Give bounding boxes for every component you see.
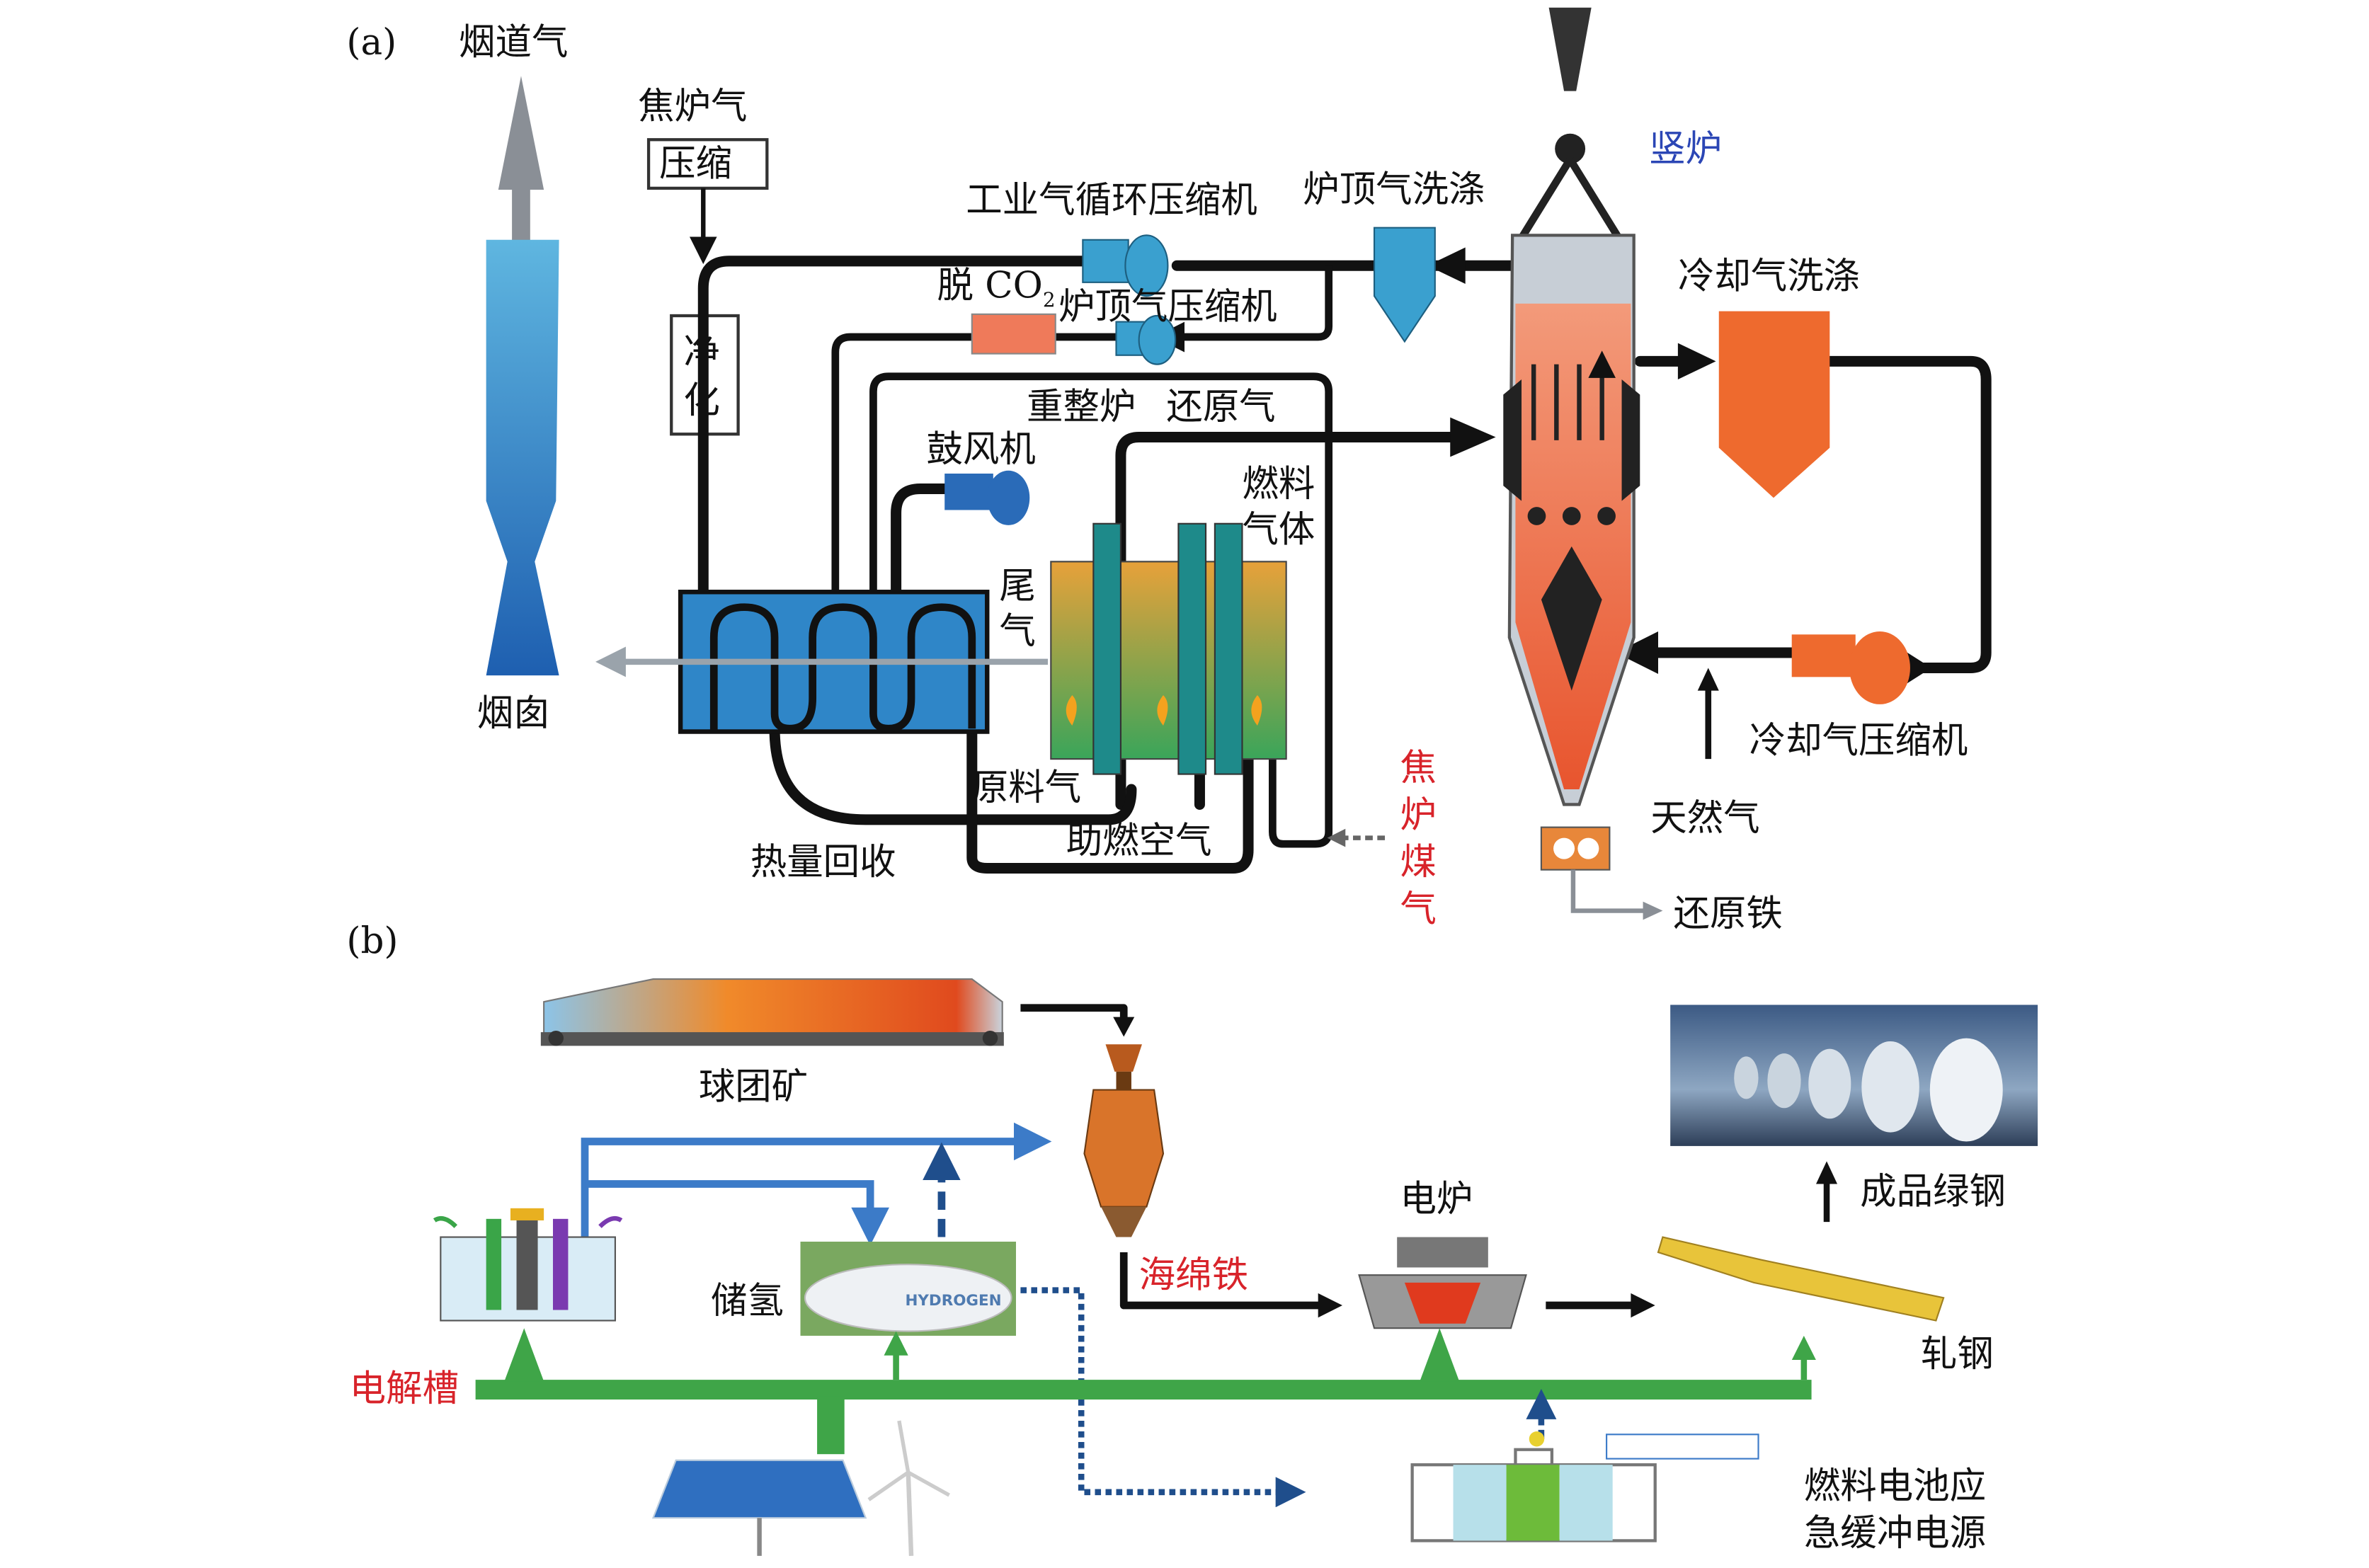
top-gas-scrubber-label: 炉顶气洗涤 — [1303, 168, 1485, 211]
blower — [944, 470, 1030, 525]
pellet-plant-image — [540, 978, 1004, 1046]
industrial-gas-compressor — [1082, 234, 1169, 297]
reformer — [1050, 522, 1287, 775]
fuel-cell-label-1: 燃料电池应 — [1804, 1465, 1986, 1507]
green-steel-label: 成品绿钢 — [1860, 1170, 2006, 1213]
green-steel-image — [1670, 1005, 2038, 1146]
flue-gas-label: 烟道气 — [459, 21, 568, 64]
top-gas-compressor-label: 炉顶气压缩机 — [1058, 285, 1277, 328]
coke-oven-coal-gas-label: 焦 炉 煤 气 — [1400, 747, 1436, 930]
svg-text:焦: 焦 — [1400, 747, 1436, 789]
heat-recovery-unit — [595, 590, 1049, 734]
electrolyzer-label: 电解槽 — [350, 1368, 459, 1410]
co2-removal-label: 脱 CO2 — [937, 264, 1055, 311]
svg-text:煤: 煤 — [1400, 841, 1436, 883]
fuel-gas-label-1: 燃料 — [1242, 463, 1315, 505]
hydrogen-storage-label: 储氢 — [711, 1280, 784, 1322]
shaft-furnace — [1503, 7, 1663, 920]
hydrogen-tank-text: HYDROGEN — [905, 1292, 1001, 1310]
chimney — [486, 76, 559, 676]
compress-box — [646, 138, 769, 190]
shaft-furnace-small — [1083, 1044, 1165, 1237]
compress-label: 压缩 — [659, 143, 732, 185]
wind-turbine-image — [867, 1420, 950, 1556]
panel-b-tag: (b) — [346, 920, 398, 963]
tail-gas-label-2: 气 — [999, 610, 1035, 653]
electrolyzer-image — [433, 1208, 623, 1322]
industrial-gas-compressor-label: 工业气循环压缩机 — [966, 179, 1257, 222]
top-gas-scrubber — [1373, 227, 1436, 343]
hydrogen-tank-image: HYDROGEN — [800, 1241, 1016, 1336]
co2-removal-unit — [971, 313, 1056, 355]
coke-oven-gas-label: 焦炉气 — [638, 85, 747, 127]
fuel-gas-label-2: 气体 — [1242, 508, 1315, 551]
cooling-gas-scrubber — [1718, 311, 1830, 498]
blower-label: 鼓风机 — [926, 428, 1035, 471]
panel-a: (a) 烟道气 烟囱 焦炉气 压缩 净 化 — [346, 7, 1992, 935]
rolling-mill-image — [1657, 1236, 1945, 1322]
reduced-iron-label: 还原铁 — [1673, 893, 1782, 935]
reformer-label: 重整炉 — [1027, 386, 1136, 428]
sponge-iron-label: 海绵铁 — [1139, 1254, 1248, 1296]
tail-gas-label-1: 尾 — [999, 565, 1035, 607]
cooling-gas-compressor — [1791, 631, 1910, 704]
solar-panel-image — [651, 1459, 867, 1556]
cooling-gas-compressor-label: 冷却气压缩机 — [1749, 720, 1968, 762]
natural-gas-label: 天然气 — [1650, 797, 1759, 840]
reducing-gas-label: 还原气 — [1166, 386, 1275, 428]
fuel-cell-image — [1410, 1431, 1759, 1543]
electric-furnace-label: 电炉 — [1400, 1178, 1473, 1220]
pellet-ore-label: 球团矿 — [699, 1065, 808, 1108]
panel-b: (b) 球团矿 海绵铁 — [346, 920, 2038, 1556]
cooling-gas-scrubber-label: 冷却气洗涤 — [1678, 255, 1860, 297]
svg-text:气: 气 — [1400, 888, 1436, 931]
panel-a-tag: (a) — [346, 21, 396, 64]
feed-gas-label: 原料气 — [972, 767, 1081, 809]
fuel-cell-label-2: 急缓冲电源 — [1804, 1512, 1986, 1555]
rolling-label: 轧钢 — [1921, 1333, 1994, 1375]
combustion-air-label: 助燃空气 — [1066, 820, 1212, 862]
chimney-label: 烟囱 — [477, 692, 550, 735]
heat-recovery-label: 热量回收 — [750, 841, 896, 883]
svg-text:炉: 炉 — [1400, 794, 1436, 837]
shaft-furnace-label: 竖炉 — [1649, 127, 1722, 170]
electric-furnace-image — [1358, 1237, 1527, 1329]
top-gas-compressor — [1115, 314, 1177, 365]
power-bus — [475, 1328, 1817, 1455]
